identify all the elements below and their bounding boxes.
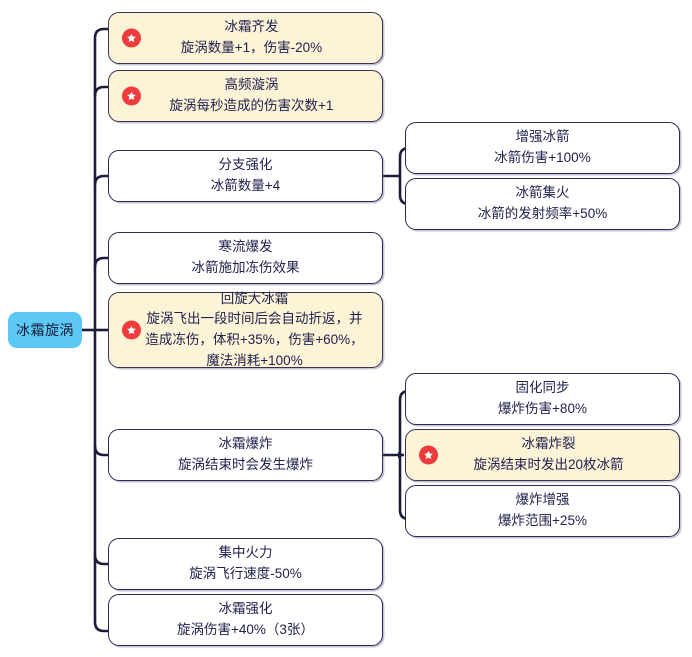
- star-badge-icon: [122, 320, 141, 340]
- skill-node-n7[interactable]: 集中火力 旋涡飞行速度-50%: [108, 538, 383, 590]
- star-badge-icon: [122, 86, 141, 106]
- skill-node-text: 固化同步 爆炸伤害+80%: [406, 378, 679, 419]
- skill-node-title: 寒流爆发: [218, 239, 273, 255]
- skill-node-text: 爆炸增强 爆炸范围+25%: [406, 490, 679, 531]
- skill-node-text: 冰霜强化 旋涡伤害+40%（3张）: [109, 599, 382, 640]
- skill-node-desc: 旋涡结束时会发生爆炸: [178, 457, 313, 472]
- skill-node-n3[interactable]: 分支强化 冰箭数量+4: [108, 150, 383, 202]
- skill-node-n11[interactable]: 固化同步 爆炸伤害+80%: [405, 373, 680, 425]
- skill-node-text: 冰霜炸裂 旋涡结束时发出20枚冰箭: [406, 434, 679, 475]
- skill-node-n4[interactable]: 寒流爆发 冰箭施加冻伤效果: [108, 232, 383, 284]
- skill-node-text: 冰霜爆炸 旋涡结束时会发生爆炸: [109, 434, 382, 475]
- star-badge-icon: [122, 28, 141, 48]
- skill-node-title: 集中火力: [218, 545, 273, 561]
- skill-node-title: 冰霜炸裂: [521, 436, 576, 452]
- skill-node-desc: 旋涡飞行速度-50%: [189, 566, 302, 581]
- skill-node-text: 冰箭集火 冰箭的发射频率+50%: [406, 183, 679, 224]
- skill-node-title: 增强冰箭: [515, 129, 570, 145]
- skill-node-desc: 旋涡数量+1，伤害-20%: [180, 40, 323, 55]
- skill-node-n9[interactable]: 增强冰箭 冰箭伤害+100%: [405, 122, 680, 174]
- skill-node-desc: 冰箭的发射频率+50%: [477, 206, 608, 221]
- skill-node-text: 增强冰箭 冰箭伤害+100%: [406, 127, 679, 168]
- skill-node-n10[interactable]: 冰箭集火 冰箭的发射频率+50%: [405, 178, 680, 230]
- skill-node-title: 高频漩涡: [224, 77, 279, 93]
- skill-node-desc: 旋涡伤害+40%（3张）: [177, 622, 314, 637]
- skill-node-n6[interactable]: 冰霜爆炸 旋涡结束时会发生爆炸: [108, 429, 383, 481]
- skill-node-title: 冰霜爆炸: [218, 436, 273, 452]
- skill-node-title: 回旋大冰霜: [220, 290, 289, 306]
- skill-node-text: 回旋大冰霜 旋涡飞出一段时间后会自动折返，并造成冻伤，体积+35%，伤害+60%…: [109, 289, 382, 371]
- skill-node-desc: 冰箭伤害+100%: [494, 150, 591, 165]
- skill-node-desc: 冰箭数量+4: [210, 178, 281, 193]
- skill-node-desc: 旋涡结束时发出20枚冰箭: [473, 457, 624, 472]
- skill-node-n12[interactable]: 冰霜炸裂 旋涡结束时发出20枚冰箭: [405, 429, 680, 481]
- skill-node-text: 集中火力 旋涡飞行速度-50%: [109, 543, 382, 584]
- skill-node-desc: 旋涡每秒造成的伤害次数+1: [169, 98, 334, 113]
- skill-node-title: 分支强化: [218, 157, 273, 173]
- skill-node-text: 高频漩涡 旋涡每秒造成的伤害次数+1: [109, 75, 382, 116]
- skill-node-n2[interactable]: 高频漩涡 旋涡每秒造成的伤害次数+1: [108, 70, 383, 122]
- skill-node-n1[interactable]: 冰霜齐发 旋涡数量+1，伤害-20%: [108, 12, 383, 64]
- skill-node-title: 爆炸增强: [515, 492, 570, 508]
- skill-node-desc: 旋涡飞出一段时间后会自动折返，并造成冻伤，体积+35%，伤害+60%，魔法消耗+…: [145, 311, 364, 368]
- skill-node-title: 冰霜强化: [218, 601, 273, 617]
- skill-node-n8[interactable]: 冰霜强化 旋涡伤害+40%（3张）: [108, 594, 383, 646]
- skill-node-n13[interactable]: 爆炸增强 爆炸范围+25%: [405, 485, 680, 537]
- skill-node-desc: 爆炸范围+25%: [498, 513, 587, 528]
- skill-node-title: 冰霜齐发: [224, 19, 279, 35]
- skill-node-text: 分支强化 冰箭数量+4: [109, 155, 382, 196]
- skill-node-text: 冰霜齐发 旋涡数量+1，伤害-20%: [109, 17, 382, 58]
- skill-node-title: 冰箭集火: [515, 185, 570, 201]
- skill-node-desc: 冰箭施加冻伤效果: [191, 260, 300, 275]
- skill-node-title: 固化同步: [515, 380, 570, 396]
- star-badge-icon: [419, 445, 438, 465]
- skill-node-desc: 爆炸伤害+80%: [498, 401, 587, 416]
- skill-node-n5[interactable]: 回旋大冰霜 旋涡飞出一段时间后会自动折返，并造成冻伤，体积+35%，伤害+60%…: [108, 289, 383, 371]
- root-node-frost-vortex[interactable]: 冰霜旋涡: [8, 312, 82, 348]
- skill-node-text: 寒流爆发 冰箭施加冻伤效果: [109, 237, 382, 278]
- root-node-label: 冰霜旋涡: [16, 322, 74, 338]
